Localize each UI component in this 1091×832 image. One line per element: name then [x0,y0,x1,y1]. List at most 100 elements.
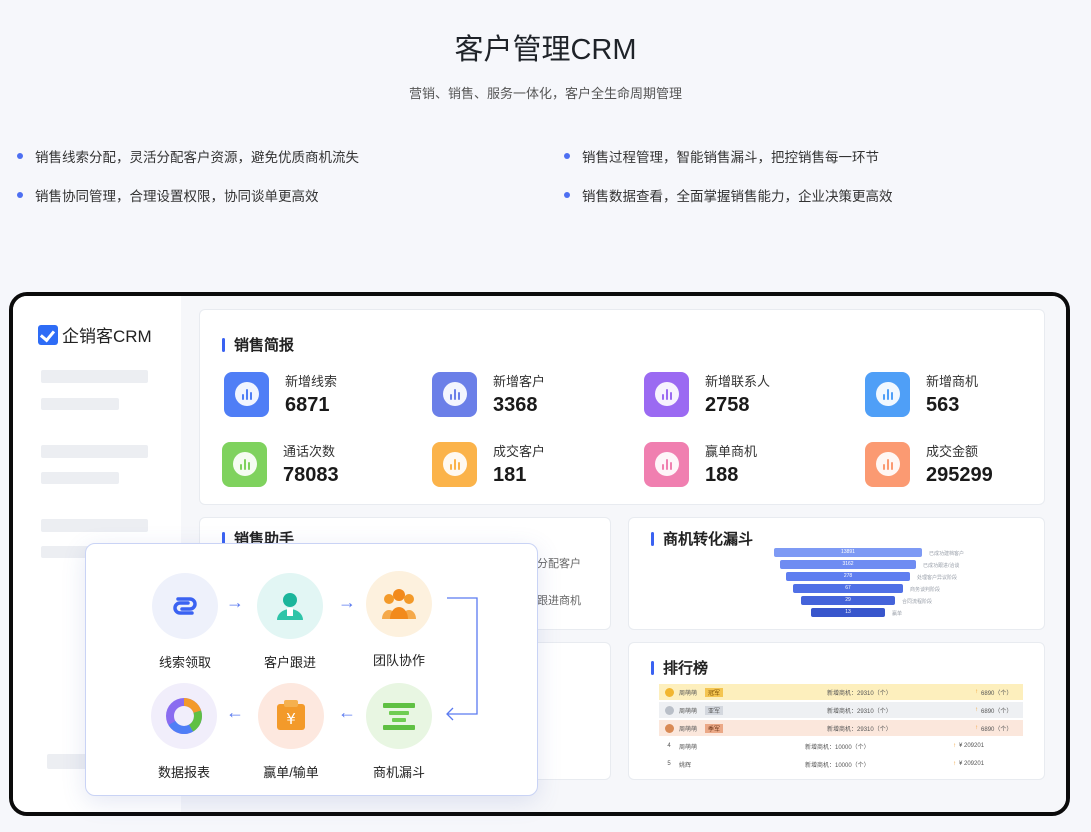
gold-medal-icon [665,687,674,697]
logo-check-icon [38,324,58,345]
hero-title: 客户管理CRM [454,34,637,66]
up-arrow-icon: ↑ [975,689,979,695]
rank-amount: 6890（个） [981,726,1013,733]
feature-text: 销售协同管理，合理设置权限，协同谈单更高效 [35,189,319,204]
funnel-stage[interactable]: 29 [801,596,895,605]
rank-number: 4 [667,743,671,749]
rank-name: 周萌萌 [679,690,698,697]
flow-step-win-loss[interactable]: ¥ 赢单/输单 [251,683,331,781]
stat-label: 新增联系人 [705,374,771,389]
funnel-stage[interactable]: 67 [793,584,903,593]
connector-arrow [446,597,478,721]
stat-icon-box [224,371,269,417]
title-accent [651,531,654,546]
rank-amount: ¥ 209201 [959,761,985,767]
flow-step-data-report[interactable]: 数据报表 [144,683,224,781]
bar-chart-icon [442,382,467,406]
flow-step-circle [151,683,217,749]
stat-icon-box [644,371,689,417]
stat-value: 2758 [705,394,750,416]
svg-text:¥: ¥ [286,710,296,728]
rank-amount: 6890（个） [981,690,1013,697]
flow-step-circle [366,683,432,749]
bullet-icon [564,192,570,198]
app-logo[interactable]: 企销客CRM [38,322,152,347]
stat-label: 成交金额 [926,444,979,459]
flow-step-team-collab[interactable]: 团队协作 [359,571,439,669]
funnel-stage[interactable]: 278 [786,572,910,581]
card-title: 商机转化漏斗 [651,528,753,549]
ranking-row[interactable]: 周萌萌 季军 新增商机：29310（个） ↑ 6890（个） [659,720,1023,736]
flow-step-label: 客户跟进 [263,655,316,670]
title-accent [651,660,654,675]
donut-chart-icon [166,698,202,734]
stat-new-contacts[interactable]: 新增联系人 2758 [644,371,770,417]
silver-medal-icon [665,705,674,715]
bar-chart-icon [654,382,679,406]
ranking-row[interactable]: 4 周萌萌 新增商机：10000（个） ↑ ¥ 209201 [659,738,1023,754]
stat-icon-box [865,371,910,417]
sales-flow-panel: 线索领取 → 客户跟进 → 团队协作 商机漏斗 ← ¥ 赢单/输单 ← [85,543,538,796]
card-title: 排行榜 [651,657,708,678]
team-icon [382,589,416,619]
flow-step-opportunity-funnel[interactable]: 商机漏斗 [359,683,439,781]
up-arrow-icon: ↑ [975,725,979,731]
stat-value: 78083 [283,464,339,486]
card-title: 销售简报 [222,334,294,355]
up-arrow-icon: ↑ [975,707,979,713]
stat-label: 新增客户 [493,374,546,389]
rank-metric: 新增商机：29310（个） [827,690,892,697]
stat-label: 成交客户 [493,444,546,459]
stat-icon-box [222,441,267,487]
feature-item: 销售协同管理，合理设置权限，协同谈单更高效 [17,185,319,205]
rank-amount: ¥ 209201 [959,743,985,749]
funnel-note: 商务谈判阶段 [910,587,941,593]
stat-new-customers[interactable]: 新增客户 3368 [432,371,545,417]
bar-chart-icon [875,452,900,476]
funnel-note: 已成功建档客户 [929,551,965,557]
assistant-hint[interactable]: 分配客户 [537,558,581,570]
bullet-icon [564,153,570,159]
rank-tag: 亚军 [705,705,724,715]
funnel-stage[interactable]: 13891 [774,548,922,557]
sidebar-placeholder [41,472,119,484]
feature-item: 销售线索分配，灵活分配客户资源，避免优质商机流失 [17,146,359,166]
rank-metric: 新增商机：29310（个） [827,726,892,733]
funnel-note: 处理客户异议阶段 [917,575,958,581]
ranking-row[interactable]: 5 姚辉 新增商机：10000（个） ↑ ¥ 209201 [659,756,1023,772]
flow-step-lead-claim[interactable]: 线索领取 [145,573,225,671]
stat-value: 563 [926,394,960,416]
ranking-row[interactable]: 周萌萌 亚军 新增商机：29310（个） ↑ 6890（个） [659,702,1023,718]
rank-tag: 冠军 [705,687,724,697]
rank-number: 5 [667,761,671,767]
bar-chart-icon [232,452,257,476]
stat-icon-box [432,371,477,417]
funnel-stage[interactable]: 3162 [780,560,916,569]
funnel-stage[interactable]: 13 [811,608,885,617]
feature-item: 销售数据查看，全面掌握销售能力，企业决策更高效 [564,185,893,205]
sidebar-placeholder [41,370,148,383]
stat-label: 新增线索 [285,374,338,389]
up-arrow-icon: ↑ [953,761,956,767]
stat-value: 3368 [493,394,538,416]
bar-chart-icon [442,452,467,476]
flow-step-label: 团队协作 [372,653,425,668]
ranking-card: 排行榜 周萌萌 冠军 新增商机：29310（个） ↑ 6890（个） 周萌萌 亚… [628,642,1045,780]
stat-icon-box [432,441,477,487]
rank-metric: 新增商机：10000（个） [805,744,870,751]
rank-name: 周萌萌 [679,708,698,715]
ranking-row[interactable]: 周萌萌 冠军 新增商机：29310（个） ↑ 6890（个） [659,684,1023,700]
flow-step-follow-up[interactable]: 客户跟进 [250,573,330,671]
flow-step-circle [366,571,432,637]
title-accent [222,337,225,352]
feature-item: 销售过程管理，智能销售漏斗，把控销售每一环节 [564,146,879,166]
assistant-hint[interactable]: 跟进商机 [537,595,581,607]
arrow-right-icon: → [226,592,244,612]
